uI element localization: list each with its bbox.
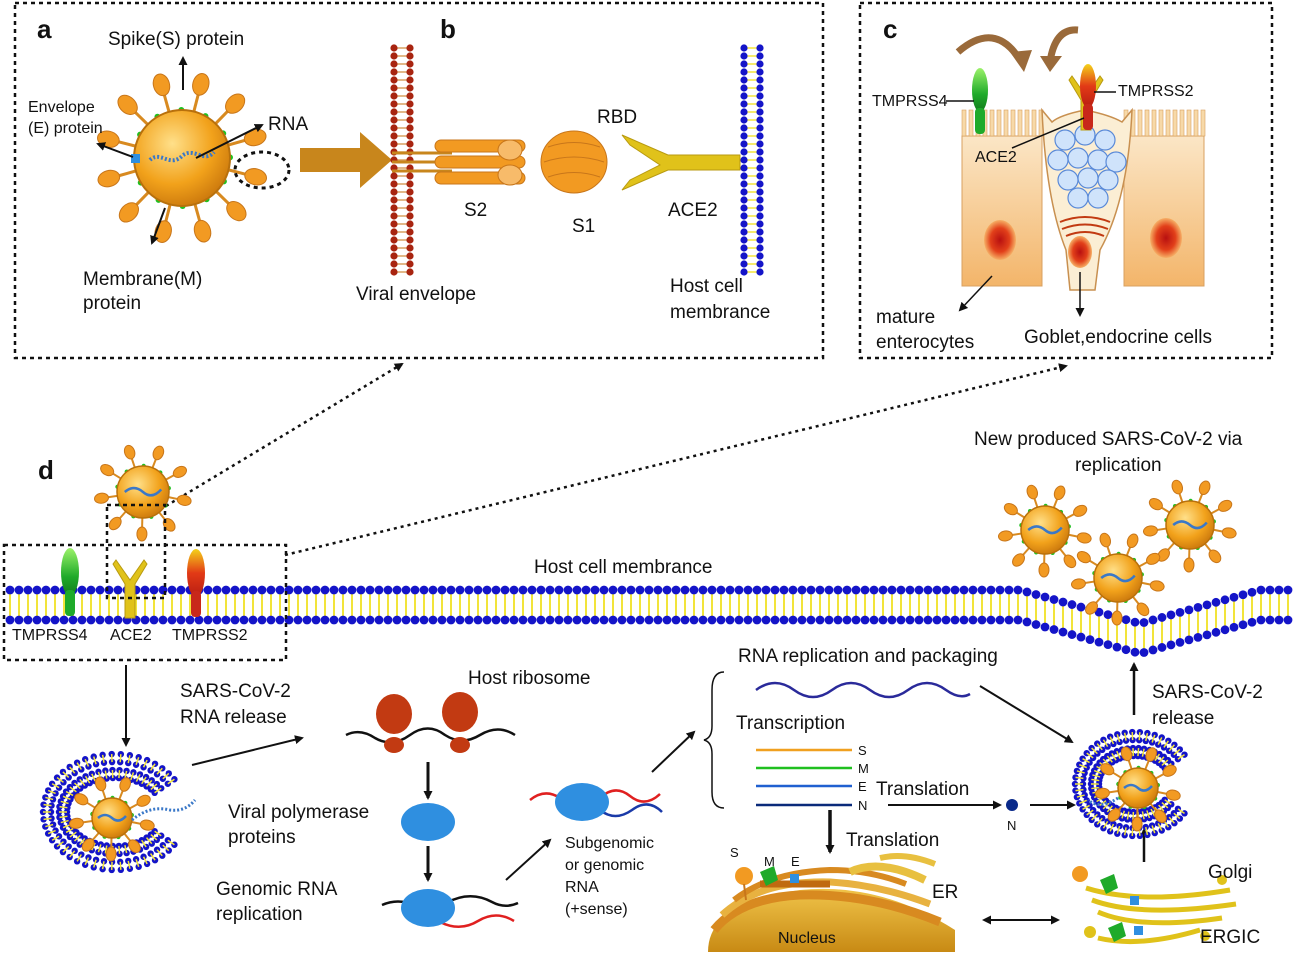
panel-ab-frame bbox=[13, 1, 825, 360]
rbd-label: RBD bbox=[597, 107, 637, 128]
tmprss4-receptor-d bbox=[61, 548, 79, 616]
translation-label-1: Translation bbox=[876, 779, 969, 800]
tmprss4-label-c: TMPRSS4 bbox=[872, 93, 948, 110]
panel-letter-b: b bbox=[440, 14, 456, 44]
viral-envelope-bilayer bbox=[390, 44, 414, 276]
mature-enterocytes-label-2: enterocytes bbox=[876, 332, 974, 353]
genomic-rna-replication bbox=[381, 889, 519, 928]
ace2-label-b: ACE2 bbox=[668, 200, 718, 221]
host-membrane-label: Host cell membrance bbox=[534, 557, 712, 578]
spike-highlight-circle bbox=[233, 150, 291, 190]
subgenomic-label-2: or genomic bbox=[565, 857, 644, 874]
n-protein-dot bbox=[1006, 799, 1018, 811]
subgenomic-rna bbox=[529, 783, 663, 821]
process-bracket bbox=[703, 671, 725, 809]
polymerase-label-2: proteins bbox=[228, 827, 296, 848]
virion-spikes bbox=[97, 73, 267, 243]
gene-m-label: M bbox=[858, 761, 869, 776]
virion-large bbox=[97, 73, 267, 243]
panel-letter-c: c bbox=[883, 14, 897, 44]
gene-e-label: E bbox=[858, 779, 867, 794]
endosome-exit bbox=[1071, 728, 1188, 840]
ace2-receptor-d bbox=[112, 559, 148, 619]
subgenomic-label-4: (+sense) bbox=[565, 901, 628, 918]
host-ribosome bbox=[345, 692, 516, 753]
spike-protein-binding bbox=[392, 130, 741, 194]
er-m-label: M bbox=[764, 854, 775, 869]
zoom-link-ab bbox=[165, 362, 404, 508]
host-cell-label-b-2: membrance bbox=[670, 302, 770, 323]
er-e-label: E bbox=[791, 854, 800, 869]
polymerase-label: Viral polymerase bbox=[228, 802, 369, 823]
transcription-label: Transcription bbox=[736, 713, 845, 734]
release-label-2: release bbox=[1152, 708, 1214, 729]
endoplasmic-reticulum bbox=[708, 853, 955, 952]
viral-polymerase bbox=[401, 803, 455, 841]
tmprss4-receptor-c bbox=[972, 68, 988, 134]
curved-arrow-left bbox=[955, 34, 1023, 62]
endosome-entry bbox=[39, 750, 197, 874]
spike-protein-label: Spike(S) protein bbox=[108, 29, 244, 50]
membrane-protein-label: Membrane(M) bbox=[83, 269, 202, 290]
receptor-zoom-box bbox=[2, 543, 288, 662]
tmprss2-label-c: TMPRSS2 bbox=[1118, 83, 1194, 100]
new-virions-label: New produced SARS-CoV-2 via bbox=[974, 429, 1243, 450]
new-virions-label-2: replication bbox=[1075, 455, 1162, 476]
tmprss2-receptor-c bbox=[1080, 64, 1096, 130]
rna-strand bbox=[755, 681, 971, 699]
host-ribosome-label: Host ribosome bbox=[468, 668, 591, 689]
rna-replication-label: RNA replication and packaging bbox=[738, 646, 998, 667]
release-label: SARS-CoV-2 bbox=[1152, 682, 1263, 703]
zoom-link-c bbox=[284, 363, 1068, 557]
er-s-label: S bbox=[730, 845, 739, 860]
ace2-label-d: ACE2 bbox=[110, 627, 152, 644]
tmprss2-label-d: TMPRSS2 bbox=[172, 627, 248, 644]
zoom-arrow bbox=[300, 132, 392, 188]
genomic-rna-label: Genomic RNA bbox=[216, 879, 338, 900]
translation-label-2: Translation bbox=[846, 830, 939, 851]
rna-release-label: SARS-CoV-2 bbox=[180, 681, 291, 702]
ace2-label-c: ACE2 bbox=[975, 149, 1017, 166]
subgenomic-label-3: RNA bbox=[565, 879, 599, 896]
panel-letter-a: a bbox=[37, 14, 52, 44]
golgi-apparatus bbox=[1072, 866, 1237, 945]
tmprss2-receptor-d bbox=[187, 549, 205, 617]
goblet-cells-label: Goblet,endocrine cells bbox=[1024, 327, 1212, 348]
ergic-label: ERGIC bbox=[1200, 927, 1260, 948]
genomic-rna-label-2: replication bbox=[216, 904, 303, 925]
rna-release-label-2: RNA release bbox=[180, 707, 287, 728]
envelope-label-2: (E) protein bbox=[28, 120, 103, 137]
goblet-cell bbox=[1041, 107, 1133, 291]
rna-label: RNA bbox=[268, 114, 308, 135]
gene-n-label: N bbox=[858, 798, 867, 813]
er-label: ER bbox=[932, 882, 958, 903]
virion-zoom-box bbox=[105, 503, 167, 600]
gene-s-label: S bbox=[858, 743, 867, 758]
virion-group bbox=[94, 444, 1237, 626]
host-membrane-bilayer-b bbox=[740, 44, 764, 276]
s1-label: S1 bbox=[572, 216, 595, 237]
n-protein-label: N bbox=[1007, 818, 1016, 833]
host-cell-label-b: Host cell bbox=[670, 276, 743, 297]
tmprss4-label-d: TMPRSS4 bbox=[12, 627, 88, 644]
enterocyte-right bbox=[1123, 109, 1206, 287]
golgi-label: Golgi bbox=[1208, 862, 1252, 883]
membrane-protein-label-2: protein bbox=[83, 293, 141, 314]
envelope-label: Envelope bbox=[28, 99, 95, 116]
enterocyte-left bbox=[961, 109, 1044, 287]
viral-envelope-label: Viral envelope bbox=[356, 284, 476, 305]
panel-letter-d: d bbox=[38, 455, 54, 485]
s2-label: S2 bbox=[464, 200, 487, 221]
nucleus-label: Nucleus bbox=[778, 930, 836, 947]
subgenomic-label: Subgenomic bbox=[565, 835, 654, 852]
mature-enterocytes-label: mature bbox=[876, 307, 935, 328]
